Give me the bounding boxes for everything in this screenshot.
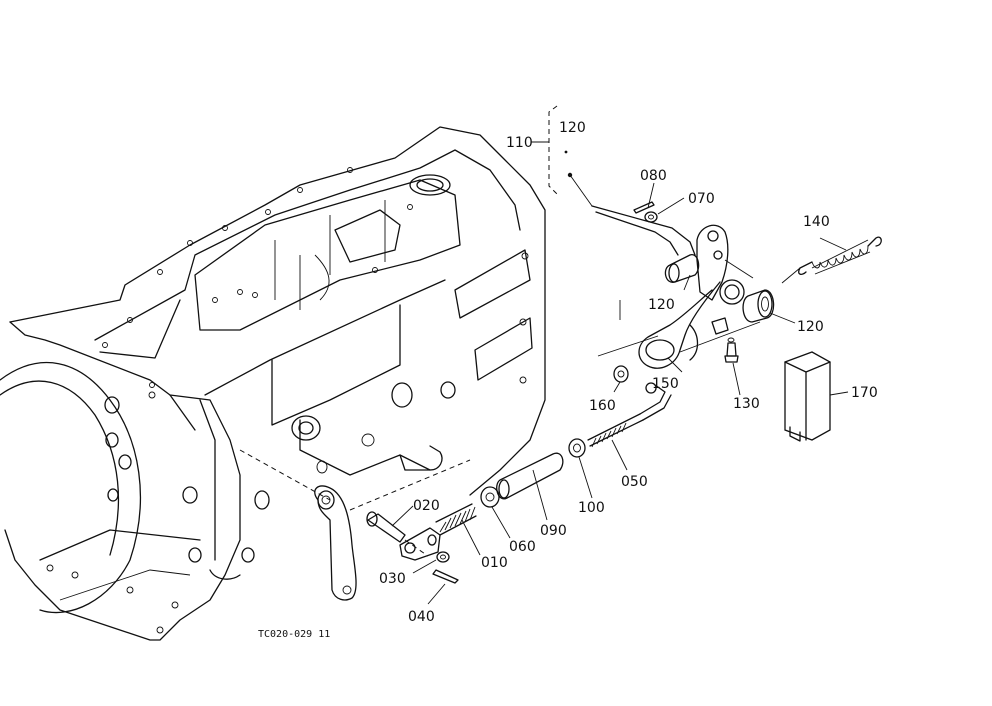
label-100: 100 bbox=[578, 500, 605, 516]
label-120-group: 120 bbox=[559, 120, 586, 136]
label-070: 070 bbox=[688, 191, 715, 207]
leader-lines bbox=[391, 141, 849, 605]
label-150: 150 bbox=[652, 376, 679, 392]
label-030: 030 bbox=[379, 571, 406, 587]
label-060: 060 bbox=[509, 539, 536, 555]
part-labels: 110 120 080 070 140 120 120 150 130 160 … bbox=[258, 120, 878, 640]
label-120-bush: 120 bbox=[797, 319, 824, 335]
figure-code: TC020-029 11 bbox=[258, 629, 330, 640]
label-050: 050 bbox=[621, 474, 648, 490]
label-120-pin: 120 bbox=[648, 297, 675, 313]
flange-bolt-holes bbox=[102, 167, 413, 388]
label-090: 090 bbox=[540, 523, 567, 539]
label-160: 160 bbox=[589, 398, 616, 414]
label-040: 040 bbox=[408, 609, 435, 625]
label-020: 020 bbox=[413, 498, 440, 514]
pedal-assembly bbox=[548, 105, 882, 369]
label-140: 140 bbox=[803, 214, 830, 230]
label-110: 110 bbox=[506, 135, 533, 151]
pedal-pad-block bbox=[784, 351, 831, 442]
rod-assembly bbox=[366, 365, 672, 584]
label-170: 170 bbox=[851, 385, 878, 401]
label-010: 010 bbox=[481, 555, 508, 571]
transmission-housing bbox=[0, 126, 546, 641]
label-130: 130 bbox=[733, 396, 760, 412]
clutch-bracket bbox=[239, 449, 471, 601]
label-080: 080 bbox=[640, 168, 667, 184]
